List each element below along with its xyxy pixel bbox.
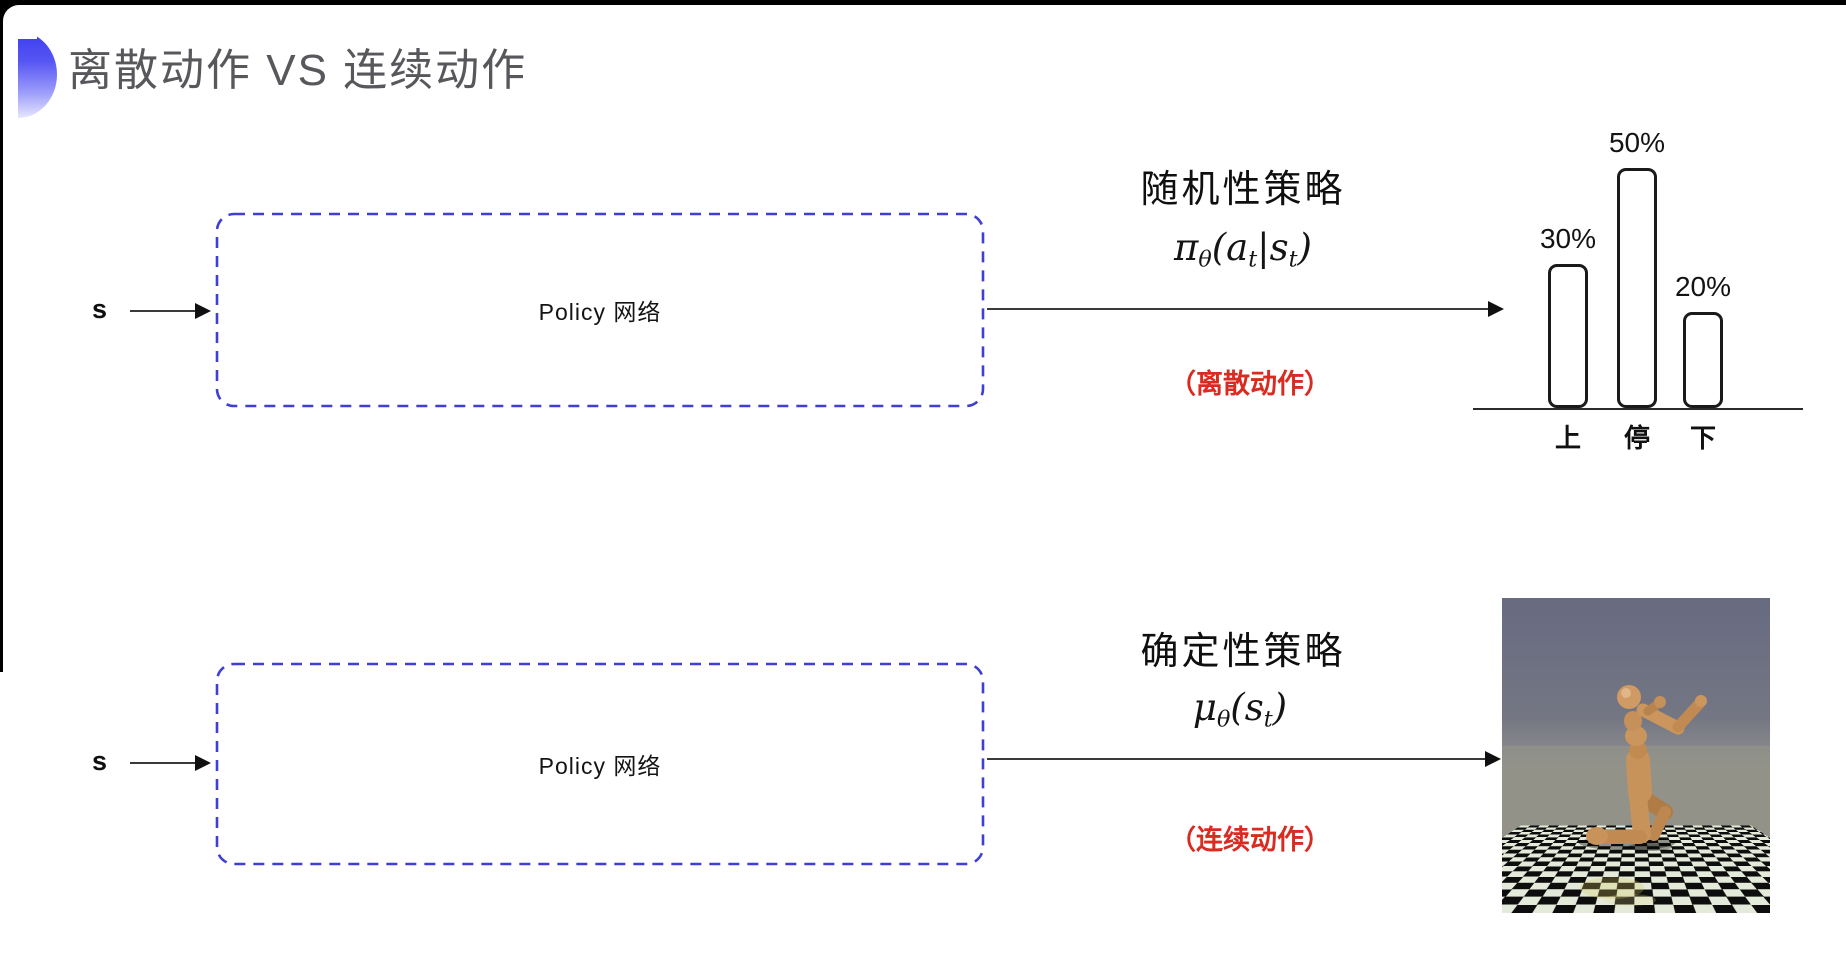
action-type-note: （连续动作） [1169, 825, 1331, 855]
axis-label: 上 [1554, 423, 1581, 453]
policy-type-title: 随机性策略 [1140, 169, 1346, 211]
policy-network-box: Policy 网络 [215, 212, 985, 408]
bar-value-label: 50% [1608, 127, 1666, 158]
title-bullet-icon [18, 31, 57, 118]
policy-type-title: 确定性策略 [1140, 631, 1346, 673]
page-title: 离散动作 VS 连续动作 [68, 46, 528, 95]
output-arrow [987, 301, 1504, 317]
frame-corner-mask [3, 5, 37, 39]
action-prob-chart: 30% 50% 20% 上 停 下 [1473, 98, 1805, 463]
bar-value-label: 30% [1539, 223, 1597, 254]
humanoid-figure [1579, 685, 1707, 906]
policy-formula: πθ(at|st) [1174, 226, 1312, 273]
policy-formula: μθ(st) [1192, 686, 1288, 733]
humanoid-simulation-image [1502, 598, 1770, 913]
frame-edge-top [0, 0, 1846, 5]
prob-bar [1683, 312, 1723, 408]
input-arrow [130, 755, 211, 771]
state-input-label: s [92, 746, 108, 776]
policy-network-box: Policy 网络 [215, 662, 985, 866]
input-arrow [130, 303, 211, 319]
policy-box-label: Policy 网络 [538, 299, 662, 325]
prob-bar [1548, 264, 1588, 408]
bar-value-label: 20% [1674, 271, 1732, 302]
axis-label: 停 [1623, 423, 1650, 453]
state-input-label: s [92, 294, 108, 324]
prob-bar [1617, 168, 1657, 408]
chart-column: 50% [1602, 98, 1672, 408]
chart-baseline [1473, 408, 1803, 410]
axis-label: 下 [1689, 423, 1716, 453]
frame-edge-left [0, 0, 3, 672]
dashed-border [215, 662, 985, 866]
dashed-border [215, 212, 985, 408]
policy-box-label: Policy 网络 [538, 753, 662, 779]
chart-column: 20% [1668, 98, 1738, 408]
chart-column: 30% [1533, 98, 1603, 408]
output-arrow [987, 751, 1501, 767]
action-type-note: （离散动作） [1169, 369, 1331, 399]
